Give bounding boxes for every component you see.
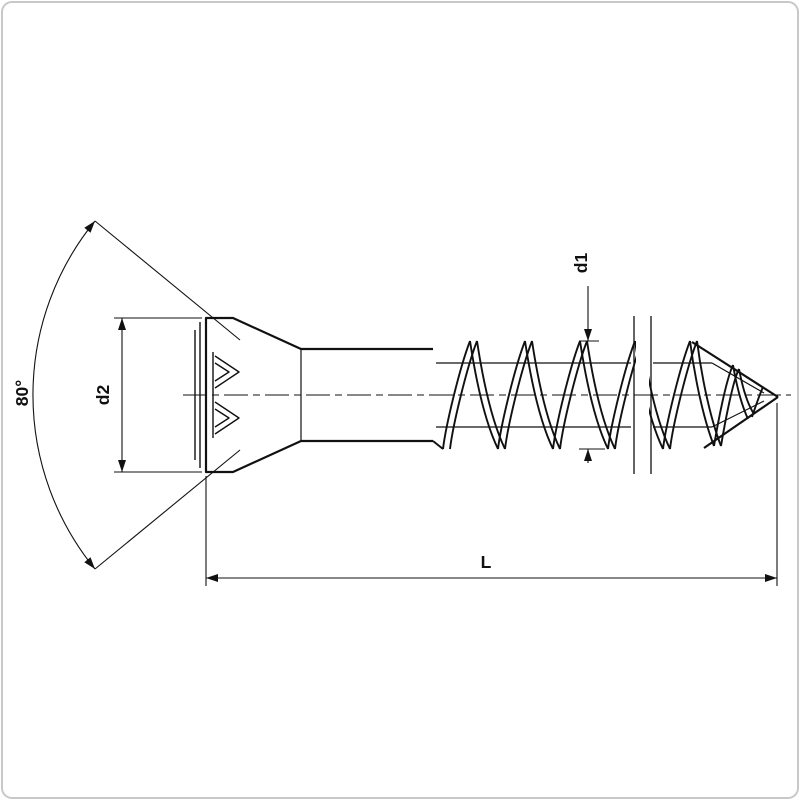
thread-flank [531,340,561,450]
arrowhead [765,574,777,582]
dimension-head-angle: 80° [12,220,241,570]
dimension-head-diameter-d2: d2 [93,317,202,473]
arrowhead [584,449,592,461]
thread-flank [720,368,740,447]
thread-flank [442,340,471,450]
arrowhead [118,460,126,472]
recess-chevron [214,401,240,435]
thread-flank [476,340,506,450]
thread-diameter-label: d1 [571,253,591,274]
tip-taper-bottom-line [703,396,779,449]
arrowhead [584,329,592,341]
screw-tip [689,340,779,449]
tip-taper-top-line [691,341,779,398]
thread-flank [579,340,609,450]
length-label: L [481,552,492,572]
thread-flank [738,368,755,415]
thread-flank [432,440,444,450]
recess-chevron [214,362,230,382]
arrowhead [206,574,218,582]
dimension-length-l: L [205,403,778,586]
angle-arc [32,220,96,570]
arrowhead [84,221,95,233]
thread-root-taper [711,362,765,394]
thread-flank [713,364,734,447]
dimension-thread-diameter-d1: d1 [571,253,605,463]
recess-chevron [214,408,230,428]
screw-shank [301,347,433,443]
thread-flank [696,340,722,447]
thread-flank [469,340,499,450]
thread-flank [662,340,691,450]
recess-chevron [214,355,240,389]
thread-flank [497,340,526,450]
thread-flank [524,340,554,450]
arrowhead [84,557,95,569]
angle-leg-line [94,449,241,570]
angle-leg-line [94,220,241,341]
arrowhead [118,318,126,330]
thread-flank [689,340,715,447]
thread-flank [607,340,636,450]
screw-thread [432,340,765,450]
head-diameter-label: d2 [93,385,113,406]
head-angle-label: 80° [12,380,32,406]
thread-flank [732,364,749,420]
thread-flank [586,340,616,450]
